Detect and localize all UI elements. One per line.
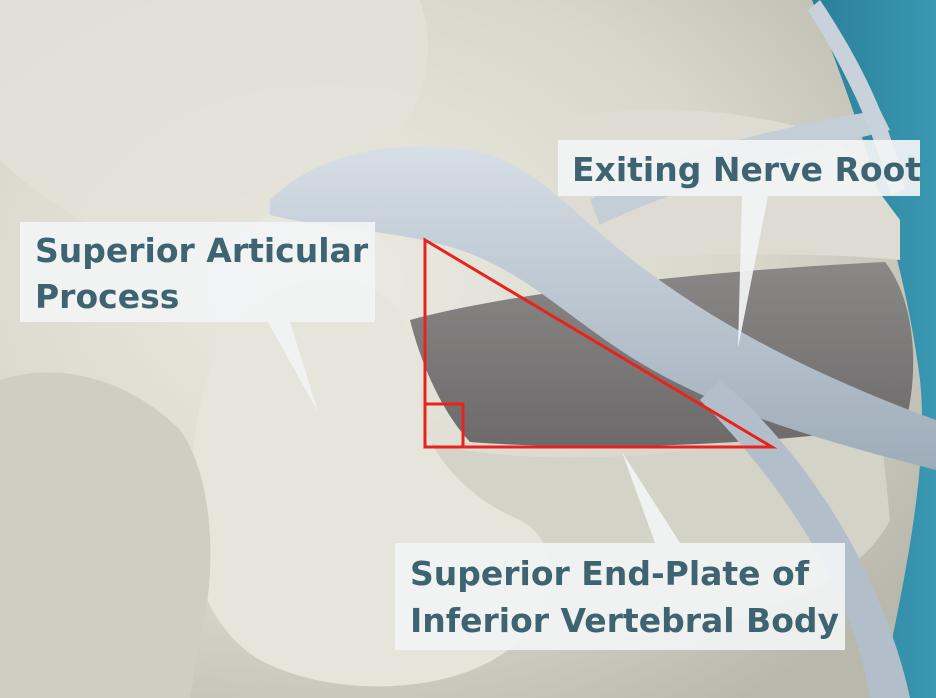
label-superior-articular-line1: Superior Articular [35, 231, 369, 270]
label-exiting-nerve-root: Exiting Nerve Root [572, 150, 921, 189]
label-superior-articular-line2: Process [35, 277, 179, 316]
label-end-plate-line1: Superior End-Plate of [410, 554, 810, 593]
label-end-plate-line2: Inferior Vertebral Body [410, 601, 839, 640]
